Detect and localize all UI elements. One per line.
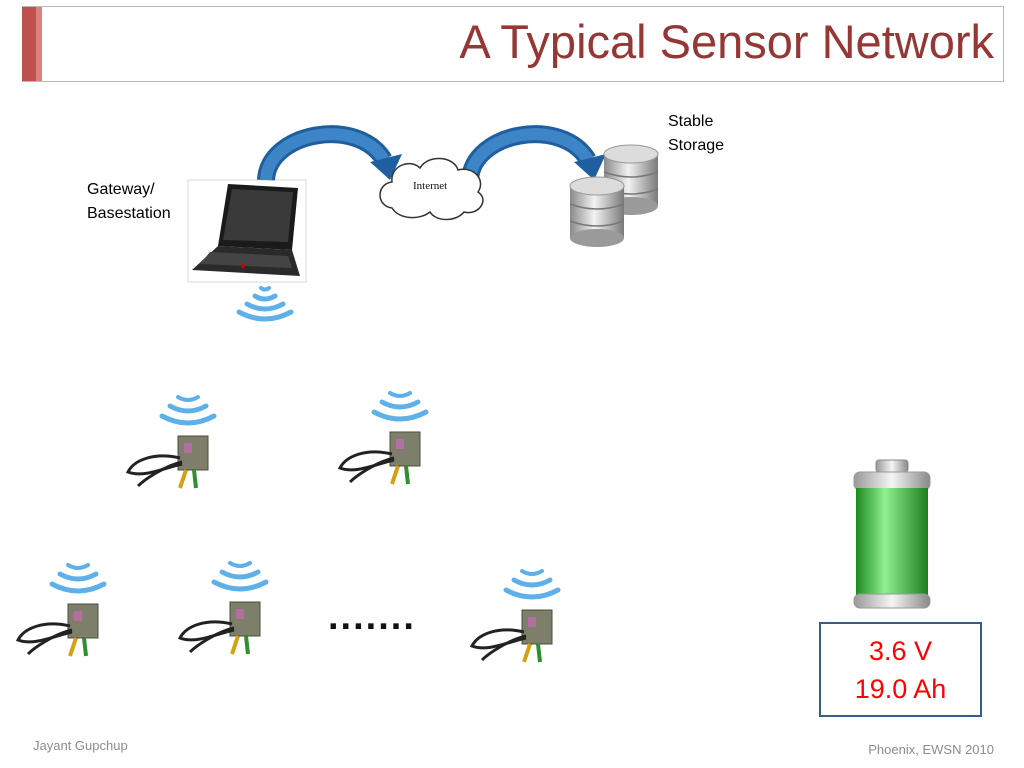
laptop-icon [187, 179, 307, 283]
database-icon [569, 144, 659, 247]
wifi-signal-icon [236, 286, 294, 322]
sensor-node-icon [125, 395, 217, 489]
battery-voltage: 3.6 V [868, 636, 933, 666]
footer-venue: Phoenix, EWSN 2010 [868, 742, 994, 757]
title-accent-bar [22, 6, 42, 82]
sensor-node-icon [469, 569, 561, 663]
title-frame [22, 6, 1004, 82]
battery-capacity: 19.0 Ah [854, 674, 947, 704]
gateway-label-line1: Gateway/ [87, 181, 155, 198]
sensor-node-icon [15, 563, 107, 657]
storage-label: Stable Storage [668, 110, 724, 158]
storage-label-line1: Stable [668, 113, 714, 130]
storage-label-line2: Storage [668, 137, 725, 154]
gateway-label-line2: Basestation [87, 205, 171, 222]
page-title: A Typical Sensor Network [459, 15, 994, 68]
footer-author: Jayant Gupchup [33, 738, 128, 753]
curved-arrow-icon [257, 125, 402, 182]
sensor-node-icon [177, 561, 269, 655]
gateway-label: Gateway/ Basestation [87, 178, 171, 226]
cloud-icon [379, 157, 484, 221]
curved-arrow-icon-2 [461, 125, 606, 182]
battery-icon [853, 459, 931, 609]
battery-spec-box: 3.6 V 19.0 Ah [819, 622, 982, 717]
sensor-node-icon [337, 391, 429, 485]
more-nodes-ellipsis: ....... [328, 596, 416, 638]
internet-label: Internet [413, 180, 448, 192]
